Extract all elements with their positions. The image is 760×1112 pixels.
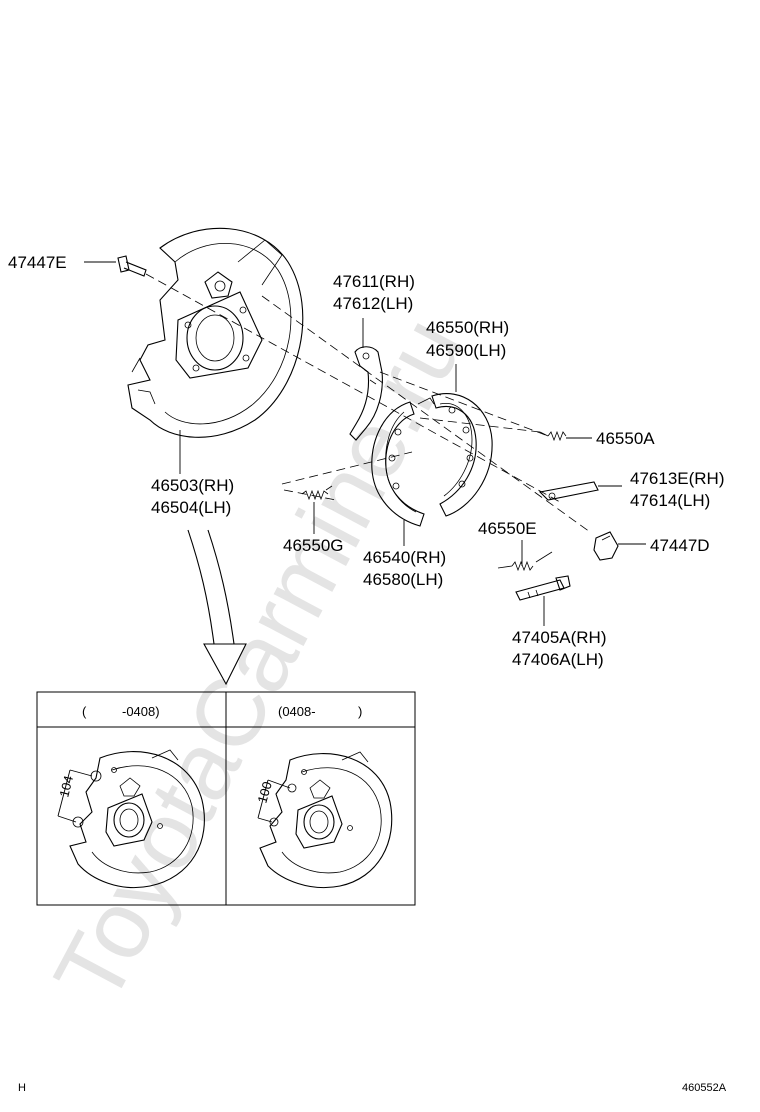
right-header-close: ) <box>358 704 362 719</box>
label-46550E: 46550E <box>478 519 537 538</box>
label-47405A: 47405A(RH) <box>512 628 607 647</box>
bolt-47447E-drawing <box>117 255 147 277</box>
label-46550G: 46550G <box>283 536 344 555</box>
part-labels: 47447E 47611(RH) 47612(LH) 46550(RH) 465… <box>8 253 725 669</box>
adjuster-drawing <box>515 575 571 601</box>
left-dimension-value: 104 <box>56 774 76 799</box>
cap-47447D-drawing <box>593 531 619 561</box>
label-47612: 47612(LH) <box>333 294 413 313</box>
front-shoe-drawing <box>371 397 435 527</box>
left-header-code: -0408) <box>122 704 160 719</box>
leader-lines <box>84 261 646 626</box>
detail-arrow <box>187 529 247 686</box>
label-47406A: 47406A(LH) <box>512 650 604 669</box>
left-header-open: ( <box>82 704 87 719</box>
label-47613E: 47613E(RH) <box>630 469 725 488</box>
left-variant-plate <box>69 749 205 889</box>
label-47447E: 47447E <box>8 253 67 272</box>
right-header-code: (0408- <box>278 704 316 719</box>
label-46540: 46540(RH) <box>363 548 446 567</box>
spring-46550E-drawing <box>497 551 553 572</box>
label-46504: 46504(LH) <box>151 498 231 517</box>
right-dimension: 100 <box>254 779 291 823</box>
watermark-text: ToyotaCarmine.ru <box>34 301 484 1020</box>
footer-left: H <box>18 1082 26 1094</box>
label-47614: 47614(LH) <box>630 491 710 510</box>
assembly-lines <box>145 273 591 533</box>
parking-lever-drawing <box>349 346 383 441</box>
rear-shoe-drawing <box>431 393 493 517</box>
label-46580: 46580(LH) <box>363 570 443 589</box>
right-dimension-value: 100 <box>254 780 274 805</box>
spring-46550G-drawing <box>301 485 333 501</box>
right-variant-plate <box>259 751 393 889</box>
left-dimension: 104 <box>56 769 93 823</box>
footer-right: 460552A <box>682 1082 727 1094</box>
strut-drawing <box>538 481 599 501</box>
backing-plate-drawing <box>127 227 304 438</box>
spring-46550A-drawing <box>539 430 567 442</box>
label-46590: 46590(LH) <box>426 341 506 360</box>
label-47611: 47611(RH) <box>333 272 415 291</box>
label-46503: 46503(RH) <box>151 476 234 495</box>
label-47447D: 47447D <box>650 536 710 555</box>
label-46550A: 46550A <box>596 429 655 448</box>
label-46550: 46550(RH) <box>426 318 509 337</box>
detail-box: ( -0408) (0408- ) 104 <box>36 691 416 906</box>
